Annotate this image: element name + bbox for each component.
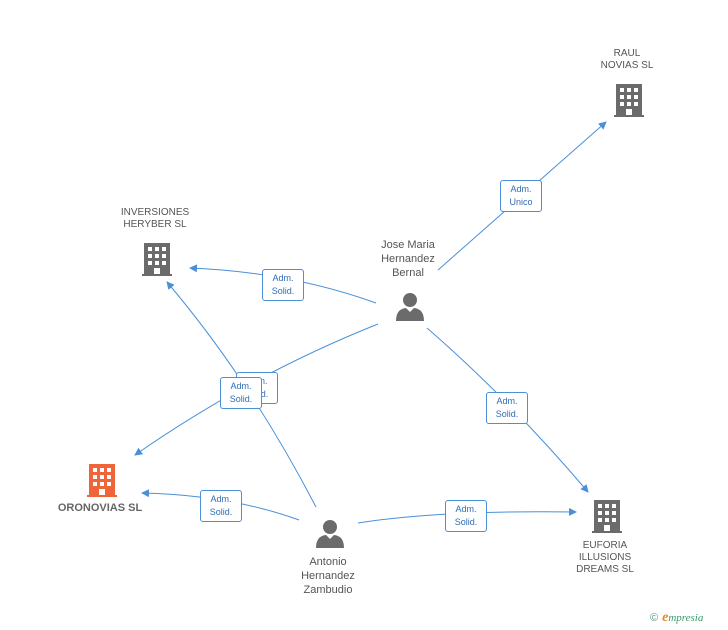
person-icon[interactable]	[316, 520, 344, 548]
edge-label-line: Adm.	[210, 494, 232, 504]
person-label-antonio[interactable]: Antonio Hernandez Zambudio	[301, 556, 355, 596]
brand-initial: e	[662, 610, 669, 625]
company-label-inversiones-heryber[interactable]: INVERSIONES HERYBER SL	[120, 207, 190, 230]
edge-label-line: Solid.	[209, 507, 233, 517]
edge-label-adm-solid[interactable]: Adm. Solid.	[200, 490, 242, 522]
company-label-raul-novias[interactable]: RAUL NOVIAS SL	[600, 48, 654, 71]
company-label-oronovias[interactable]: ORONOVIAS SL	[57, 502, 143, 514]
edge-label-adm-solid[interactable]: Adm. Solid.	[220, 377, 262, 409]
building-icon[interactable]	[142, 243, 172, 276]
empresia-logo: ©empresia	[650, 610, 703, 626]
edge-label-line: Solid.	[495, 409, 519, 419]
edge-label-adm-solid[interactable]: Adm. Solid.	[445, 500, 487, 532]
edge-label-adm-solid[interactable]: Adm. Solid.	[486, 392, 528, 424]
edge-label-line: Solid.	[271, 286, 295, 296]
edge-label-line: Solid.	[229, 394, 253, 404]
edge-label-adm-solid[interactable]: Adm. Solid.	[262, 269, 304, 301]
edge-label-adm-unico[interactable]: Adm. Unico	[500, 180, 542, 212]
building-icon[interactable]	[592, 500, 622, 533]
brand-name: mpresia	[668, 612, 704, 624]
edge-label-line: Unico	[509, 197, 533, 207]
building-icon[interactable]	[614, 84, 644, 117]
person-label-jose-maria[interactable]: Jose Maria Hernandez Bernal	[381, 239, 435, 279]
edge-label-line: Solid.	[454, 517, 478, 527]
edge-label-line: Adm.	[510, 184, 532, 194]
edge-label-line: Adm.	[230, 381, 252, 391]
person-icon[interactable]	[396, 293, 424, 321]
company-label-euforia-illusions-dreams[interactable]: EUFORIA ILLUSIONS DREAMS SL	[576, 540, 634, 575]
building-icon-focus[interactable]	[87, 464, 117, 497]
copyright-symbol: ©	[650, 612, 659, 624]
edge-label-line: Adm.	[455, 504, 477, 514]
edge-label-line: Adm.	[496, 396, 518, 406]
edge-label-line: Adm.	[272, 273, 294, 283]
